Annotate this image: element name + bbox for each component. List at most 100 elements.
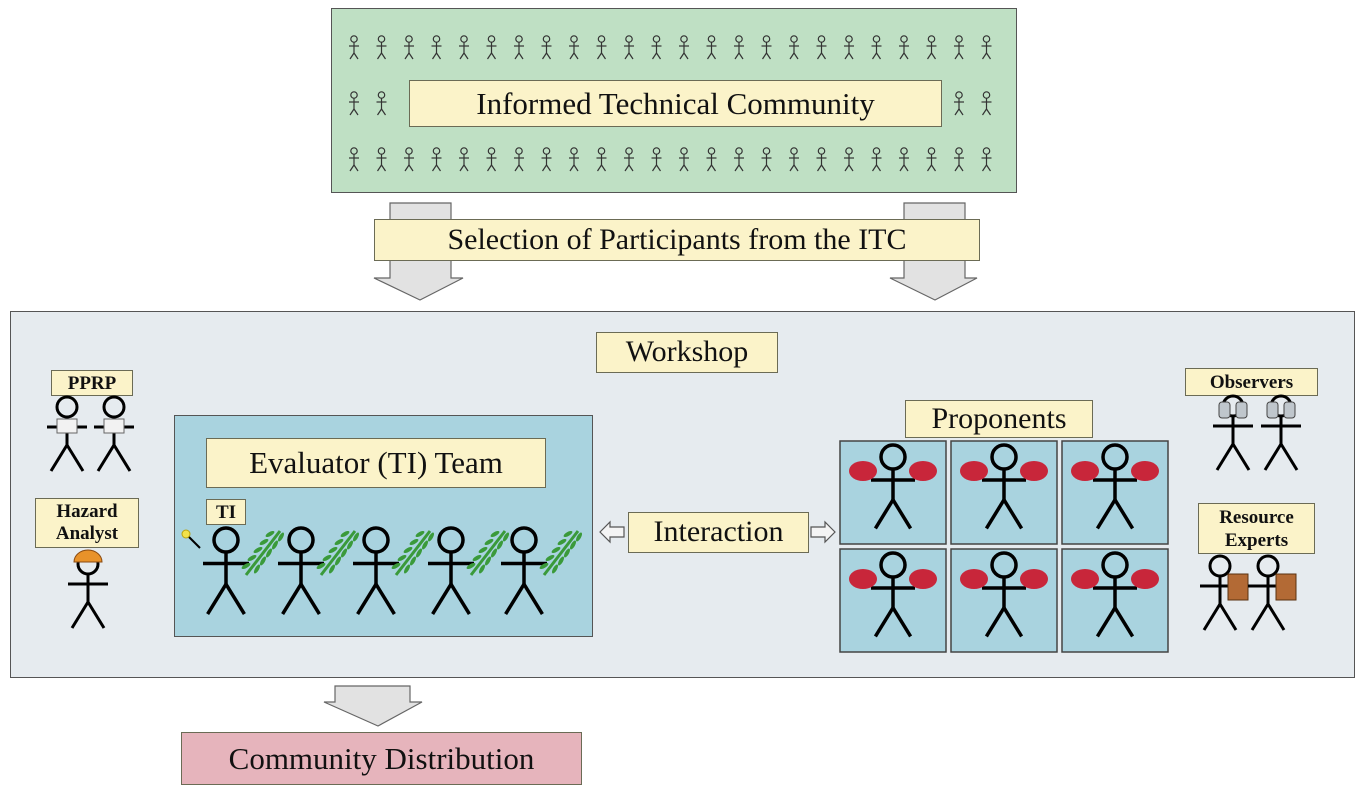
itc-person <box>954 147 964 172</box>
itc-person <box>816 35 827 60</box>
itc-person <box>514 147 524 172</box>
proponent-member <box>871 551 915 638</box>
itc-person <box>871 147 882 172</box>
olive-branch-icon <box>241 530 285 576</box>
itc-people-group <box>349 35 992 172</box>
itc-person <box>651 147 662 172</box>
itc-person <box>706 147 717 172</box>
interaction-label: Interaction <box>628 512 809 553</box>
binoculars-icon <box>1266 401 1296 419</box>
itc-person <box>349 147 359 172</box>
boxing-glove-icon <box>1020 461 1048 481</box>
itc-person <box>569 147 579 172</box>
hazard-analyst-line2: Analyst <box>55 523 119 544</box>
itc-person <box>596 147 607 172</box>
evaluator-team-label: Evaluator (TI) Team <box>206 438 546 488</box>
itc-person <box>349 91 359 116</box>
boxing-glove-icon <box>960 461 988 481</box>
pprp-label: PPRP <box>51 370 133 396</box>
boxing-glove-icon <box>1020 569 1048 589</box>
boxing-glove-icon <box>1131 461 1159 481</box>
itc-person <box>459 35 469 60</box>
itc-person <box>926 35 937 60</box>
itc-person <box>431 147 442 172</box>
pprp-member <box>94 395 134 472</box>
pprp-group <box>47 395 134 472</box>
itc-person <box>404 147 414 172</box>
observers-group <box>1213 394 1301 471</box>
itc-person <box>761 147 772 172</box>
itc-person <box>514 35 524 60</box>
evaluator-figures <box>181 526 583 616</box>
boxing-glove-icon <box>909 569 937 589</box>
evaluator-member <box>428 526 474 616</box>
itc-person <box>624 35 634 60</box>
itc-person <box>981 91 992 116</box>
itc-person <box>899 147 909 172</box>
itc-person <box>816 147 827 172</box>
boxing-glove-icon <box>849 461 877 481</box>
ti-label: TI <box>206 499 246 525</box>
interaction-arrow-left <box>599 520 625 544</box>
itc-person <box>954 91 964 116</box>
evaluator-member <box>353 526 399 616</box>
itc-person <box>844 147 854 172</box>
proponents-grid <box>839 440 1169 653</box>
resource-experts-group <box>1200 554 1297 631</box>
olive-branch-icon <box>539 530 583 576</box>
evaluator-member <box>278 526 324 616</box>
boxing-glove-icon <box>849 569 877 589</box>
itc-person <box>926 147 937 172</box>
itc-label: Informed Technical Community <box>409 80 942 127</box>
hazard-analyst-person <box>68 552 108 629</box>
itc-person <box>734 147 744 172</box>
workshop-label: Workshop <box>596 332 778 373</box>
proponent-member <box>982 443 1026 530</box>
community-distribution-label: Community Distribution <box>181 732 582 785</box>
itc-person <box>761 35 772 60</box>
itc-person <box>376 35 387 60</box>
itc-person <box>376 147 387 172</box>
boxing-glove-icon <box>960 569 988 589</box>
proponent-member <box>1093 551 1137 638</box>
document-icon <box>56 418 78 434</box>
binoculars-icon <box>1218 401 1248 419</box>
document-icon <box>103 418 125 434</box>
proponent-member <box>871 443 915 530</box>
itc-person <box>899 35 909 60</box>
itc-person <box>569 35 579 60</box>
itc-person <box>486 147 497 172</box>
itc-person <box>981 147 992 172</box>
hazard-analyst-line1: Hazard <box>56 501 118 522</box>
itc-person <box>541 147 552 172</box>
itc-person <box>651 35 662 60</box>
hard-hat-icon <box>73 549 103 563</box>
itc-person <box>486 35 497 60</box>
resource-experts-label: Resource Experts <box>1198 503 1315 554</box>
magic-wand-icon <box>181 529 201 549</box>
itc-person <box>789 35 799 60</box>
resource-experts-line1: Resource <box>1219 507 1294 528</box>
boxing-glove-icon <box>1071 461 1099 481</box>
itc-person <box>679 35 689 60</box>
itc-person <box>734 35 744 60</box>
itc-person <box>706 35 717 60</box>
itc-person <box>349 35 359 60</box>
arrows-top <box>373 202 978 301</box>
itc-person <box>596 35 607 60</box>
arrow-bottom <box>323 685 423 727</box>
proponents-label: Proponents <box>905 400 1093 438</box>
olive-branch-icon <box>316 530 360 576</box>
proponent-member <box>982 551 1026 638</box>
itc-person <box>954 35 964 60</box>
book-icon <box>1275 573 1297 601</box>
boxing-glove-icon <box>909 461 937 481</box>
interaction-arrow-right <box>810 520 836 544</box>
hazard-analyst-label: Hazard Analyst <box>35 498 139 548</box>
boxing-glove-icon <box>1131 569 1159 589</box>
itc-person <box>459 147 469 172</box>
olive-branch-icon <box>391 530 435 576</box>
itc-person <box>376 91 387 116</box>
itc-person <box>431 35 442 60</box>
itc-person <box>624 147 634 172</box>
